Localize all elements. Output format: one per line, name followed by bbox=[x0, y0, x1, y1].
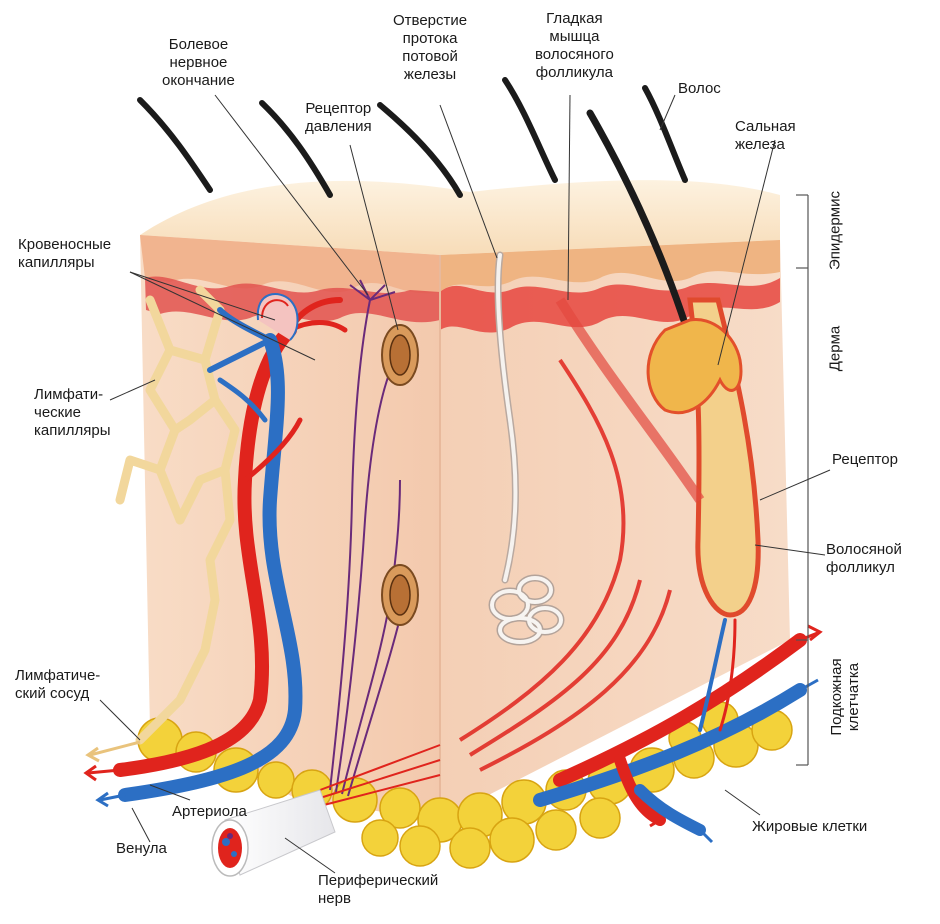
label-smooth-muscle: Гладкая мышца волосяного фолликула bbox=[535, 10, 614, 81]
label-lymph-vessel: Лимфатиче- ский сосуд bbox=[15, 667, 101, 702]
layer-bracket bbox=[796, 194, 809, 766]
layer-dermis: Дерма bbox=[826, 325, 844, 372]
label-blood-capillaries: Кровеносные капилляры bbox=[18, 236, 112, 271]
label-hair: Волос bbox=[678, 80, 721, 97]
hair-follicle bbox=[555, 297, 761, 618]
label-lymph-capillaries: Лимфати- ческие капилляры bbox=[34, 386, 111, 439]
sebaceous-gland-shape bbox=[646, 317, 743, 415]
label-pressure-receptor: Рецептор давления bbox=[305, 100, 372, 135]
sweat-gland bbox=[488, 251, 565, 646]
label-hair-follicle: Волосяной фолликул bbox=[826, 541, 902, 576]
leader-lines bbox=[99, 94, 831, 874]
label-peripheral-nerve: Периферический нерв bbox=[318, 872, 439, 907]
epidermis-front-band bbox=[440, 240, 780, 292]
layer-epidermis: Эпидермис bbox=[826, 191, 844, 270]
epidermis-top-surface bbox=[140, 180, 780, 255]
front-face-vessels bbox=[458, 358, 672, 772]
epidermis-left-band bbox=[140, 235, 440, 294]
epidermal-ridges-front bbox=[440, 278, 780, 333]
label-venule: Венула bbox=[116, 840, 167, 857]
peripheral-nerve bbox=[211, 789, 336, 877]
dermis-left-face bbox=[140, 235, 440, 820]
smooth-muscle-shape bbox=[555, 297, 705, 503]
pressure-receptors bbox=[381, 324, 419, 626]
blood-vessels-right bbox=[533, 618, 807, 836]
layer-subcutis: Подкожная клетчатка bbox=[828, 658, 862, 736]
label-sebaceous-gland: Сальная железа bbox=[735, 118, 796, 153]
label-fat-cells: Жировые клетки bbox=[752, 818, 868, 835]
label-duct-opening: Отверстие протока потовой железы bbox=[393, 12, 468, 83]
label-receptor: Рецептор bbox=[832, 451, 898, 468]
label-arteriole: Артериола bbox=[172, 803, 247, 820]
label-pain-ending: Болевое нервное окончание bbox=[162, 36, 235, 89]
flow-arrows bbox=[83, 624, 823, 844]
capillary-loop bbox=[256, 293, 299, 341]
